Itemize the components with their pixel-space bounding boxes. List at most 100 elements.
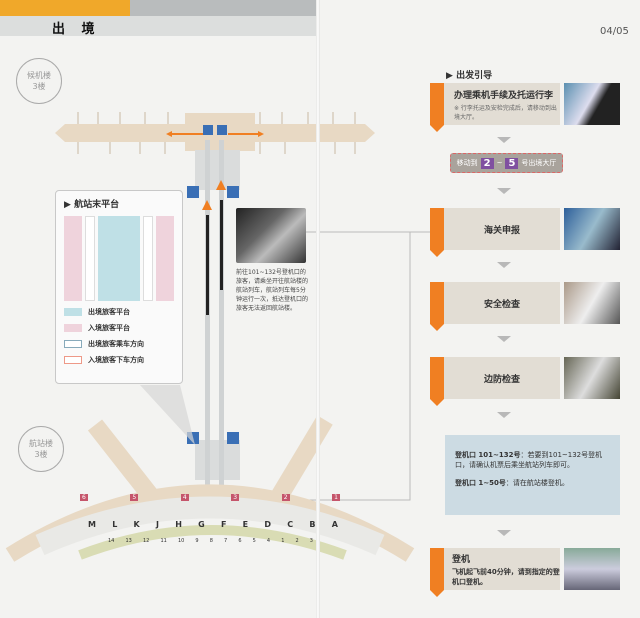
down-arrow-icon	[497, 412, 511, 418]
page-title: 出 境	[52, 22, 101, 37]
label-line: 候机楼	[27, 71, 51, 80]
gate-number: 14	[108, 538, 115, 544]
hall-from: 2	[480, 157, 494, 169]
step-title: 办理乘机手续及托运行李	[454, 90, 554, 101]
gate-number: 1	[281, 538, 285, 544]
gate-number: 3	[309, 538, 313, 544]
arrow-icon	[64, 340, 82, 348]
flow-heading: ▶ 出发引导	[446, 71, 493, 81]
train-caption: 前往101~132号登机口的旅客，请乘坐开往航站楼的航站列车，航站列车每5分钟运…	[236, 269, 309, 312]
train-icon	[227, 186, 239, 198]
step-title: 安全检查	[444, 282, 560, 324]
gate-number: 11	[160, 538, 167, 544]
move-sep: ~	[496, 159, 503, 167]
hall-to: 5	[505, 157, 519, 169]
label-line: 航站楼	[29, 439, 53, 448]
zone-marker: 6	[80, 494, 88, 501]
zone-marker: 5	[130, 494, 139, 501]
gate-label: 登机口 101~132号	[455, 451, 521, 459]
step-marker	[430, 83, 444, 132]
row-label: K	[133, 520, 140, 529]
satellite-concourse	[55, 112, 375, 154]
platform-title-text: 航站末平台	[74, 200, 120, 210]
platform-info-box: ▶ 航站末平台 出境旅客平台 入境旅客平台 出境旅客乘车方向 入境旅客下车方向	[55, 190, 183, 384]
row-label: L	[112, 520, 118, 529]
gate-number: 10	[177, 538, 185, 544]
move-prefix: 移动到	[456, 159, 478, 167]
step-note: 飞机起飞前40分钟，请到指定的登机口登机。	[452, 567, 560, 586]
down-arrow-icon	[497, 530, 511, 536]
row-label: A	[331, 520, 338, 529]
gate-number: 6	[238, 538, 242, 544]
gate-number: 12	[142, 538, 150, 544]
row-label: F	[220, 520, 227, 529]
train-icon	[187, 186, 199, 198]
callout-pointer	[140, 385, 195, 445]
header-band-gray	[130, 0, 320, 16]
row-label: M	[88, 520, 96, 529]
gate-number: 7	[224, 538, 228, 544]
track	[143, 216, 153, 301]
down-arrow-icon	[497, 188, 511, 194]
move-suffix: 号出境大厅	[521, 159, 557, 167]
checkin-photo	[564, 83, 620, 125]
train-photo	[236, 208, 306, 263]
security-photo	[564, 282, 620, 324]
step-customs: 海关申报	[430, 208, 620, 257]
legend-arrival-platform: 入境旅客平台	[64, 323, 174, 333]
arrival-platform	[64, 216, 82, 301]
row-label: B	[309, 520, 316, 529]
gate-label: 登机口 1~50号	[455, 479, 506, 487]
gate-info-box: 登机口 101~132号：若要到101~132号登机口，请确认机票后乘坐航站列车…	[445, 435, 620, 515]
legend-label: 出境旅客平台	[88, 308, 130, 316]
header-band-orange	[0, 0, 130, 16]
departure-platform	[98, 216, 140, 301]
gate-number: 2	[295, 538, 299, 544]
step-boarding: 登机飞机起飞前40分钟，请到指定的登机口登机。	[430, 548, 620, 597]
step-marker	[430, 548, 444, 597]
zone-marker: 1	[332, 494, 340, 501]
platform-diagram	[64, 216, 174, 301]
legend-label: 入境旅客平台	[88, 324, 130, 332]
gate-number: 9	[195, 538, 199, 544]
terminal-floor-label: 航站楼 3楼	[18, 426, 64, 472]
arrival-platform	[156, 216, 174, 301]
legend-label: 出境旅客乘车方向	[88, 340, 144, 348]
zone-marker: 4	[180, 494, 189, 501]
gate-number: 5	[252, 538, 256, 544]
step-security: 安全检查	[430, 282, 620, 331]
gate-info-2: 登机口 1~50号：请在航站楼登机。	[455, 478, 610, 488]
platform-title: ▶ 航站末平台	[64, 200, 120, 210]
gate-number: 8	[209, 538, 213, 544]
legend-label: 入境旅客下车方向	[88, 356, 144, 364]
track	[85, 216, 95, 301]
gate-text: ：请在航站楼登机。	[505, 479, 569, 487]
legend-departure-platform: 出境旅客平台	[64, 307, 174, 317]
page-fold	[316, 0, 320, 618]
down-arrow-icon	[497, 137, 511, 143]
step-note: ※ 行李托运及安检完成后，请移动到出境大厅。	[454, 104, 557, 121]
row-label: D	[264, 520, 271, 529]
train-tracks	[187, 125, 240, 490]
row-label: H	[175, 520, 182, 529]
legend-arrival-direction: 入境旅客下车方向	[64, 355, 174, 365]
row-label: J	[155, 520, 159, 529]
zone-marker: 3	[231, 494, 240, 501]
step-title: 边防检查	[444, 357, 560, 399]
step-border-control: 边防检查	[430, 357, 620, 406]
down-arrow-icon	[497, 262, 511, 268]
legend-departure-direction: 出境旅客乘车方向	[64, 339, 174, 349]
down-arrow-icon	[497, 336, 511, 342]
page-number: 04/05	[600, 26, 629, 37]
title-bar	[0, 16, 318, 36]
label-line: 3楼	[34, 450, 48, 459]
border-photo	[564, 357, 620, 399]
train-icon	[227, 432, 239, 444]
gate-number: 4	[266, 538, 271, 544]
